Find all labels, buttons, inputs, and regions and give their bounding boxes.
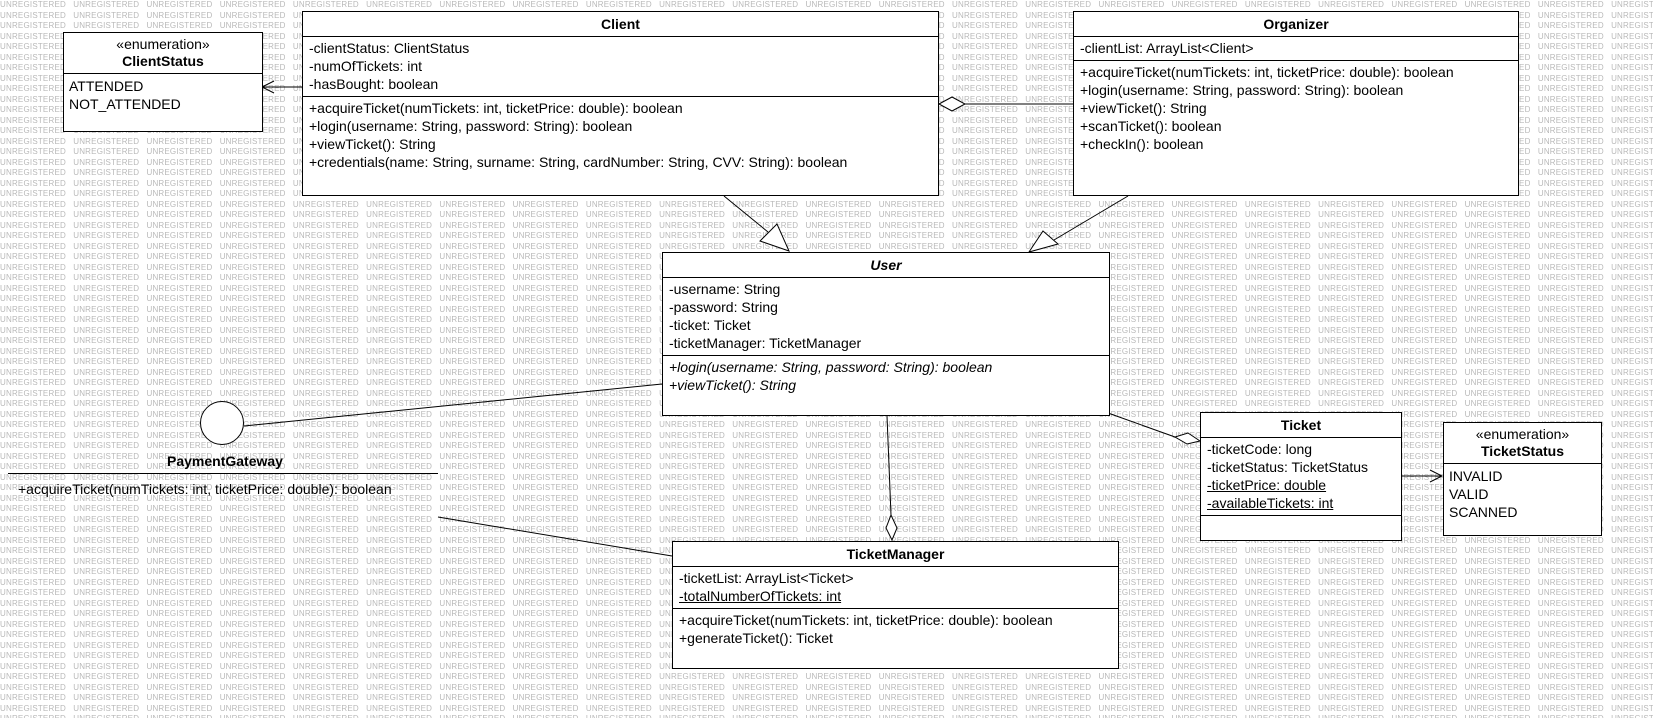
user-abstract-class[interactable]: User -username: String -password: String… [662, 252, 1110, 416]
client-class[interactable]: Client -clientStatus: ClientStatus -numO… [302, 11, 939, 196]
clientstatus-literals: ATTENDED NOT_ATTENDED [64, 74, 262, 116]
ticketstatus-arrowhead [1429, 469, 1444, 483]
attribute: -ticketManager: TicketManager [669, 335, 862, 351]
ticketstatus-literals: INVALID VALID SCANNED [1444, 464, 1601, 524]
operation: +checkIn(): boolean [1080, 136, 1204, 152]
client-aggregation-diamond [937, 96, 967, 112]
operation: +acquireTicket(numTickets: int, ticketPr… [309, 100, 683, 116]
operation: +scanTicket(): boolean [1080, 118, 1222, 134]
enum-literal: NOT_ATTENDED [69, 96, 181, 112]
organizer-class[interactable]: Organizer -clientList: ArrayList<Client>… [1073, 11, 1519, 196]
static-attribute: -ticketPrice: double [1207, 477, 1327, 493]
clientstatus-enumeration[interactable]: «enumeration» ClientStatus ATTENDED NOT_… [63, 32, 263, 132]
ticket-aggregation-diamond [1173, 432, 1202, 445]
attribute: -clientList: ArrayList<Client> [1080, 40, 1254, 56]
abstract-operation: +login(username: String, password: Strin… [669, 359, 993, 375]
operation: +credentials(name: String, surname: Stri… [309, 154, 848, 170]
enum-literal: SCANNED [1449, 504, 1518, 520]
ticketmanager-attributes: -ticketList: ArrayList<Ticket> -totalNum… [673, 567, 1118, 609]
static-attribute: -availableTickets: int [1207, 495, 1334, 511]
clientstatus-name: ClientStatus [122, 53, 204, 69]
paymentgateway-divider [8, 473, 438, 474]
operation: +acquireTicket(numTickets: int, ticketPr… [679, 612, 1053, 628]
organizer-class-name: Organizer [1074, 12, 1518, 37]
abstract-operation: +viewTicket(): String [669, 377, 797, 393]
ticketstatus-stereotype: «enumeration» [1475, 426, 1570, 442]
ticket-attributes: -ticketCode: long -ticketStatus: TicketS… [1201, 438, 1401, 516]
ticketmanager-class[interactable]: TicketManager -ticketList: ArrayList<Tic… [672, 541, 1119, 669]
user-operations: +login(username: String, password: Strin… [663, 356, 1109, 397]
organizer-to-user-generalization [1053, 195, 1129, 241]
attribute: -numOfTickets: int [309, 58, 423, 74]
ticket-operations [1201, 516, 1401, 529]
attribute: -ticketStatus: TicketStatus [1207, 459, 1369, 475]
attribute: -hasBought: boolean [309, 76, 439, 92]
ticketstatus-enumeration[interactable]: «enumeration» TicketStatus INVALID VALID… [1443, 422, 1602, 536]
paymentgateway-name: PaymentGateway [167, 453, 283, 469]
ticketstatus-header: «enumeration» TicketStatus [1444, 423, 1601, 464]
paymentgateway-to-ticketmanager-link [437, 516, 673, 557]
client-class-name: Client [303, 12, 938, 37]
organizer-generalization-triangle [1027, 230, 1060, 253]
operation: +login(username: String, password: Strin… [1080, 82, 1404, 98]
paymentgateway-interface-icon[interactable] [200, 401, 244, 445]
client-generalization-triangle [759, 223, 790, 252]
clientstatus-header: «enumeration» ClientStatus [64, 33, 262, 74]
operation: +generateTicket(): Ticket [679, 630, 833, 646]
user-ticketmanager-aggregation [886, 415, 892, 516]
client-attributes: -clientStatus: ClientStatus -numOfTicket… [303, 37, 938, 97]
operation: +login(username: String, password: Strin… [309, 118, 633, 134]
enum-literal: ATTENDED [69, 78, 144, 94]
operation: +viewTicket(): String [309, 136, 436, 152]
paymentgateway-operation: +acquireTicket(numTickets: int, ticketPr… [18, 481, 392, 497]
organizer-operations: +acquireTicket(numTickets: int, ticketPr… [1074, 61, 1518, 156]
attribute: -username: String [669, 281, 781, 297]
ticketmanager-operations: +acquireTicket(numTickets: int, ticketPr… [673, 609, 1118, 650]
operation: +acquireTicket(numTickets: int, ticketPr… [1080, 64, 1454, 80]
static-attribute: -totalNumberOfTickets: int [679, 588, 842, 604]
attribute: -ticket: Ticket [669, 317, 751, 333]
attribute: -ticketCode: long [1207, 441, 1313, 457]
organizer-attributes: -clientList: ArrayList<Client> [1074, 37, 1518, 61]
user-to-paymentgateway-link [243, 383, 663, 427]
ticket-class-name: Ticket [1201, 413, 1401, 438]
attribute: -clientStatus: ClientStatus [309, 40, 470, 56]
user-attributes: -username: String -password: String -tic… [663, 278, 1109, 356]
ticketmanager-class-name: TicketManager [673, 542, 1118, 567]
user-ticket-aggregation [1107, 412, 1176, 438]
user-name-text: User [870, 257, 902, 273]
ticket-class[interactable]: Ticket -ticketCode: long -ticketStatus: … [1200, 412, 1402, 541]
enum-literal: VALID [1449, 486, 1489, 502]
attribute: -ticketList: ArrayList<Ticket> [679, 570, 854, 586]
ticketstatus-name: TicketStatus [1481, 443, 1564, 459]
client-operations: +acquireTicket(numTickets: int, ticketPr… [303, 97, 938, 174]
user-class-name: User [663, 253, 1109, 278]
ticketmanager-aggregation-diamond [885, 513, 898, 542]
client-to-user-generalization [723, 195, 769, 233]
attribute: -password: String [669, 299, 778, 315]
clientstatus-stereotype: «enumeration» [116, 36, 210, 52]
operation: +viewTicket(): String [1080, 100, 1207, 116]
enum-literal: INVALID [1449, 468, 1503, 484]
